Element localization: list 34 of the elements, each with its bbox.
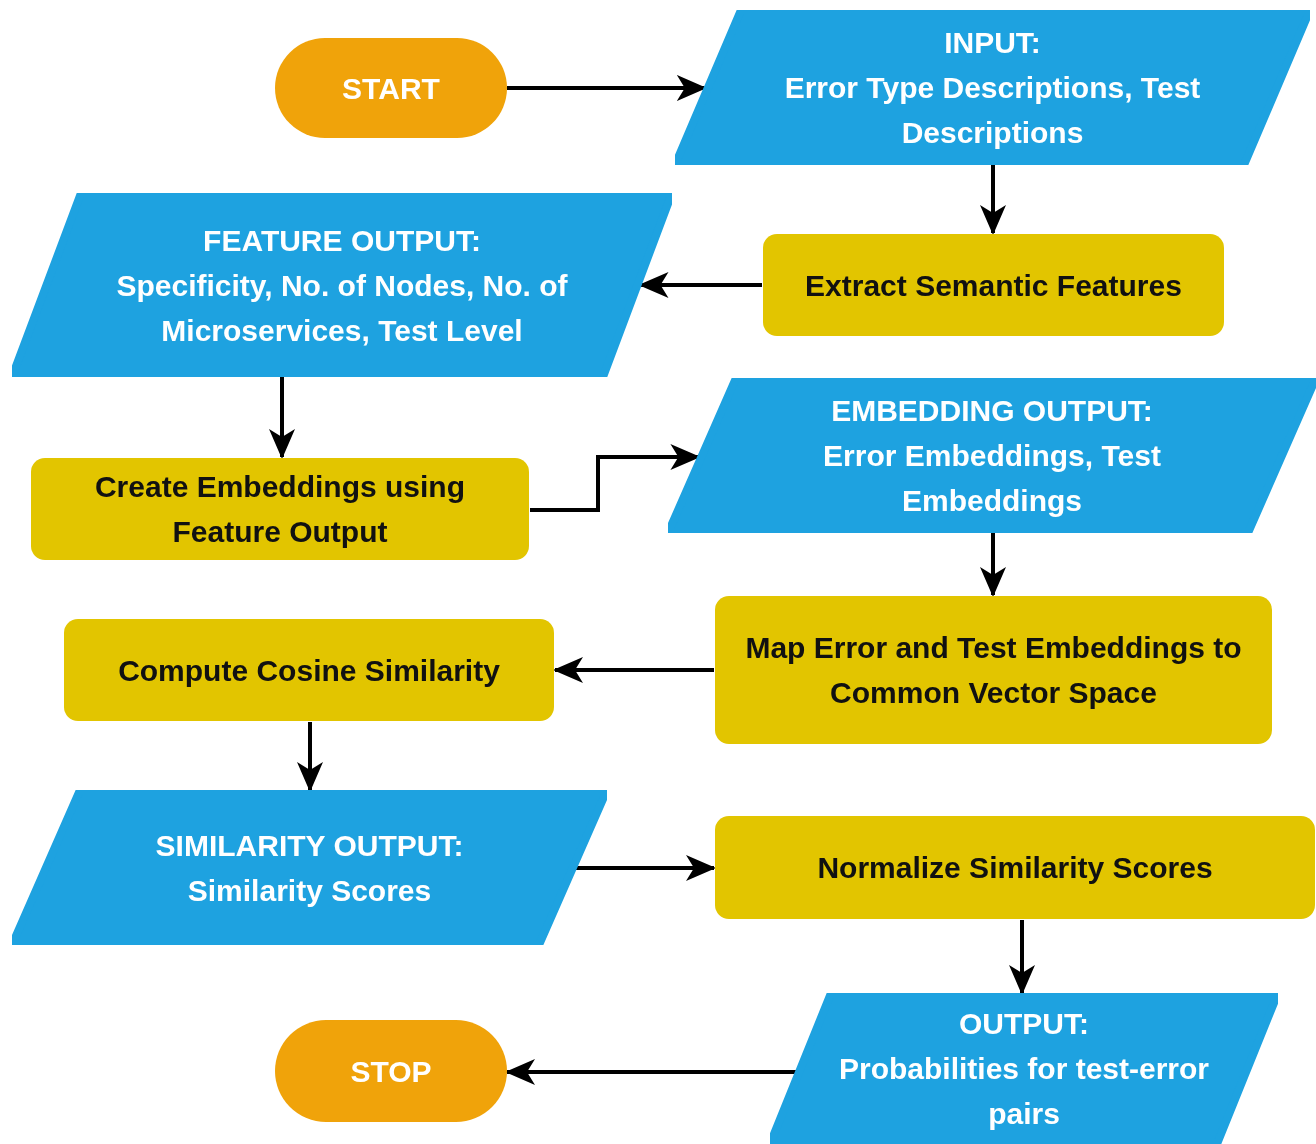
node-text: Probabilities for test-error pairs xyxy=(837,1051,1211,1132)
node-text: Error Type Descriptions, Test Descriptions xyxy=(783,70,1202,151)
node-heading: SIMILARITY OUTPUT: xyxy=(155,827,464,864)
process-box xyxy=(714,815,1316,920)
node-heading: OUTPUT: xyxy=(959,1006,1089,1042)
arrow xyxy=(980,533,1006,597)
process-box xyxy=(30,457,530,561)
node-heading: EMBEDDING OUTPUT: xyxy=(831,393,1153,429)
node-text: STOP xyxy=(350,1053,432,1090)
arrow xyxy=(980,165,1006,235)
node-text: Normalize Similarity Scores xyxy=(817,850,1213,886)
node-text: Compute Cosine Similarity xyxy=(118,652,500,689)
process-box xyxy=(762,233,1225,337)
node-text: Specificity, No. of Nodes, No. of Microservices, Test Level xyxy=(115,267,569,349)
node-text: Error Embeddings, Test Embeddings xyxy=(822,438,1162,519)
node-heading: FEATURE OUTPUT: xyxy=(203,222,481,259)
io-parallelogram xyxy=(770,993,1278,1144)
io-parallelogram xyxy=(12,790,607,945)
arrow xyxy=(1009,920,1035,995)
node-heading: INPUT: xyxy=(944,25,1041,61)
arrow xyxy=(297,722,323,792)
node-text: Map Error and Test Embeddings to Common Vector Space xyxy=(744,630,1243,711)
node-text: Similarity Scores xyxy=(187,872,432,909)
arrow xyxy=(505,1059,797,1085)
process-box xyxy=(63,618,555,722)
io-parallelogram xyxy=(668,378,1316,533)
node-text: START xyxy=(342,70,440,107)
arrow xyxy=(269,377,295,459)
io-parallelogram xyxy=(675,10,1310,165)
node-text: Extract Semantic Features xyxy=(805,267,1182,304)
node-text: Create Embeddings using Feature Output xyxy=(93,469,467,550)
arrow xyxy=(553,657,714,683)
io-parallelogram xyxy=(12,193,672,377)
process-box xyxy=(714,595,1273,745)
